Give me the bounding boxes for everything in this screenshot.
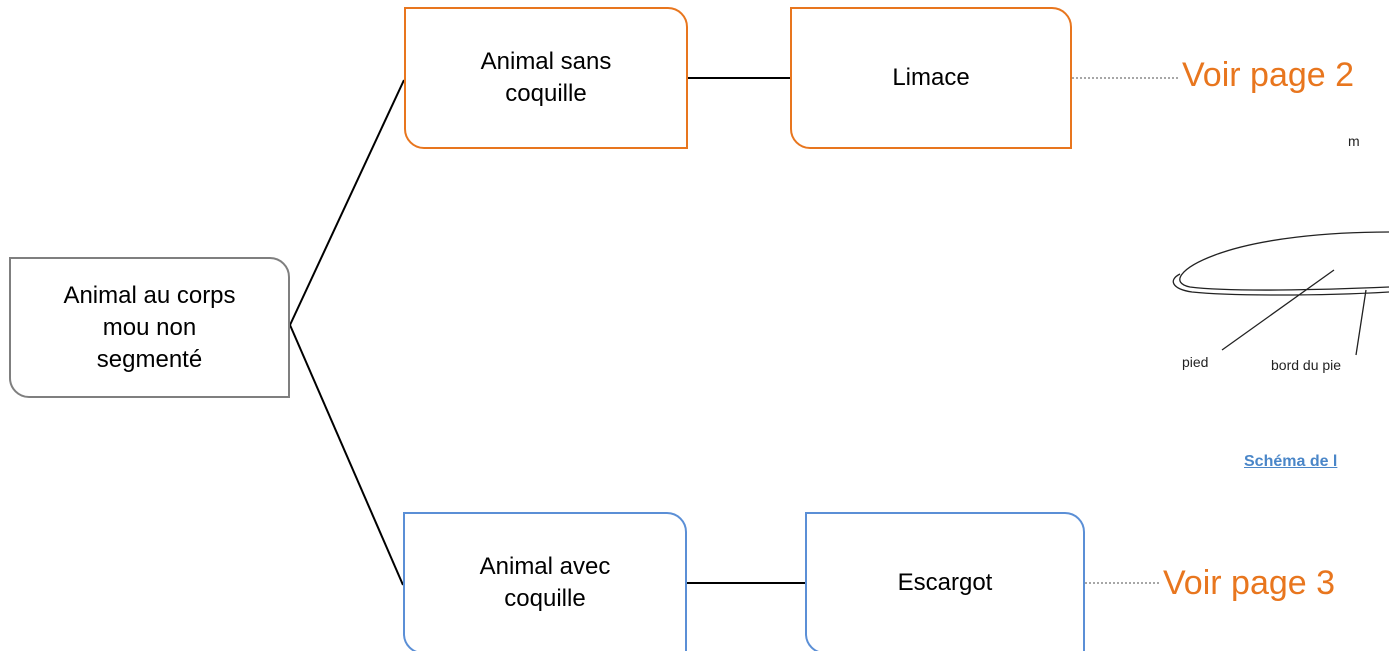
schema-label-top: m: [1348, 133, 1360, 149]
node-with-shell-label: Animal avec coquille: [479, 553, 611, 612]
schema-label-foot: pied: [1182, 354, 1209, 370]
see-page-3-link[interactable]: Voir page 3: [1163, 564, 1336, 602]
see-page-2-link[interactable]: Voir page 2: [1182, 56, 1355, 94]
node-snail: Escargot: [805, 512, 1085, 651]
node-slug: Limace: [790, 7, 1072, 149]
node-no-shell-label: Animal sans coquille: [480, 48, 612, 107]
node-root-label: Animal au corps mou non segmenté: [63, 281, 236, 373]
node-slug-label: Limace: [892, 64, 970, 91]
node-no-shell: Animal sans coquille: [404, 7, 688, 149]
schema-label-foot-edge: bord du pie: [1271, 357, 1342, 373]
schema-caption-link[interactable]: Schéma de l: [1244, 453, 1338, 470]
slug-schema-drawing: [1172, 231, 1389, 356]
node-snail-label: Escargot: [897, 569, 993, 596]
node-root: Animal au corps mou non segmenté: [9, 257, 290, 398]
branch-root-to-with-shell: [289, 324, 404, 586]
node-with-shell: Animal avec coquille: [403, 512, 687, 651]
branch-root-to-no-shell: [289, 79, 405, 326]
